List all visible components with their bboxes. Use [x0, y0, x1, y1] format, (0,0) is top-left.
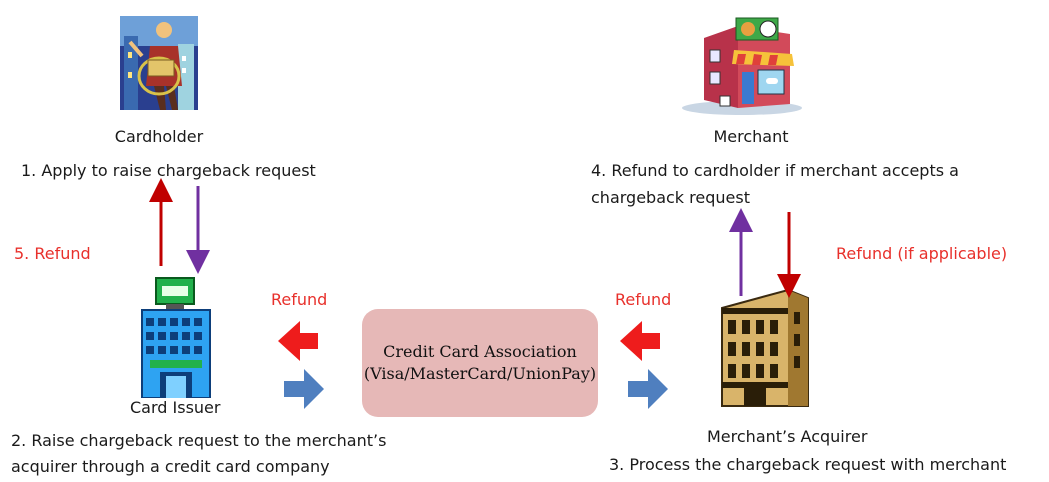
right-refund-block-arrow: [620, 321, 660, 361]
card-issuer-label: Card Issuer: [130, 398, 221, 417]
acquirer-step: 3. Process the chargeback request with m…: [609, 455, 1007, 474]
credit-card-association-box: Credit Card Association (Visa/MasterCard…: [362, 309, 598, 417]
acquirer-refund-label: Refund (if applicable): [836, 244, 1008, 263]
issuer-step-line1: 2. Raise chargeback request to the merch…: [11, 431, 387, 450]
cardholder-step: 1. Apply to raise chargeback request: [21, 161, 316, 180]
merchant-step-line1: 4. Refund to cardholder if merchant acce…: [591, 161, 959, 180]
card-issuer-building-illustration: [136, 276, 216, 399]
cardholder-illustration: [120, 16, 198, 110]
cardholder-label: Cardholder: [114, 127, 204, 146]
association-name: Credit Card Association: [383, 342, 577, 361]
right-refund-label: Refund: [615, 290, 672, 309]
merchant-acquirer-label: Merchant’s Acquirer: [707, 427, 868, 446]
issuer-step-line2: acquirer through a credit card company: [11, 457, 330, 476]
merchant-step-line2: chargeback request: [591, 188, 750, 207]
left-forward-block-arrow: [284, 369, 324, 409]
merchant-shop-illustration: [680, 8, 808, 116]
issuer-refund-label: 5. Refund: [14, 244, 91, 263]
association-brands: (Visa/MasterCard/UnionPay): [363, 364, 597, 383]
left-refund-label: Refund: [271, 290, 328, 309]
merchant-label: Merchant: [713, 127, 789, 146]
right-forward-block-arrow: [628, 369, 668, 409]
merchant-acquirer-building-illustration: [718, 288, 810, 410]
left-refund-block-arrow: [278, 321, 318, 361]
